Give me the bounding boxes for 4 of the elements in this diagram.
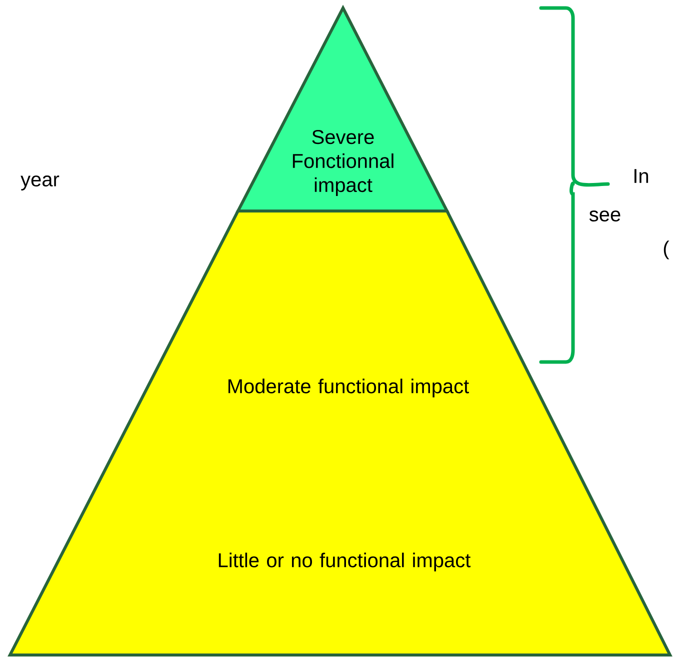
label-text: year <box>20 176 60 190</box>
label-text: ( <box>664 240 670 260</box>
label-text: In <box>634 169 648 183</box>
label-text: see <box>589 210 620 222</box>
